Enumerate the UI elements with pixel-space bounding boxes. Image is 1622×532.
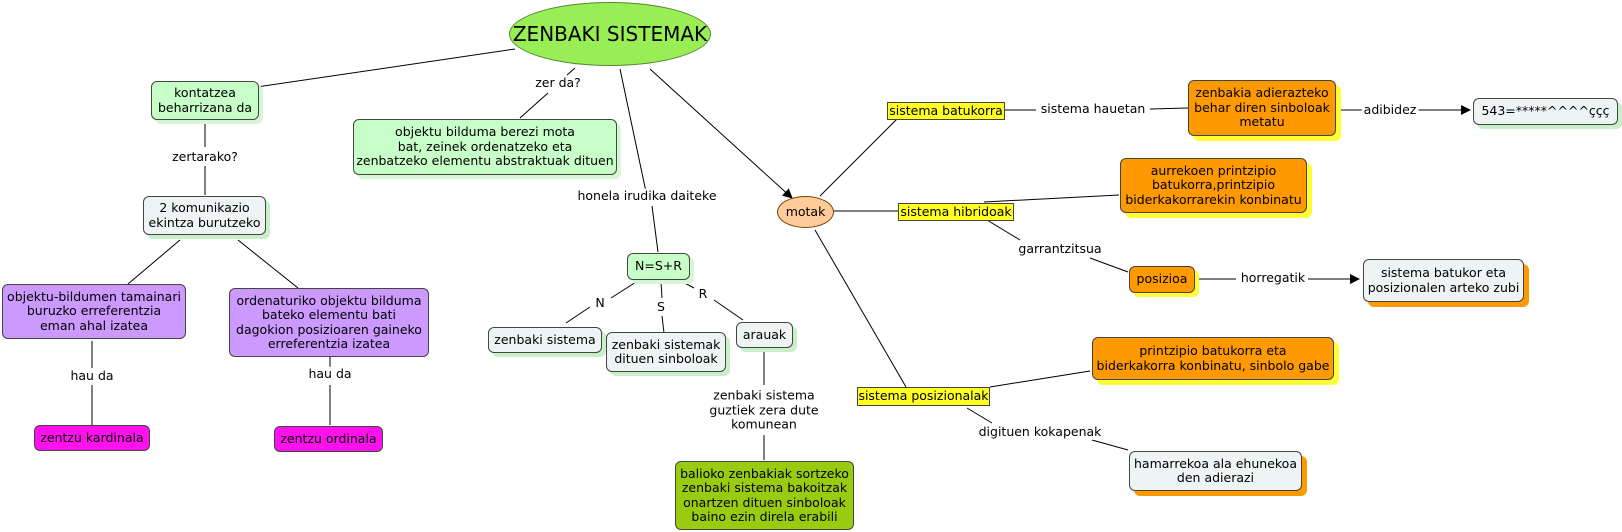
link-label-r: R	[696, 285, 710, 302]
link-label-adibidez: adibidez	[1361, 101, 1419, 118]
link-label-s: S	[655, 298, 667, 315]
node-objektu-bilduma: objektu bilduma berezi mota bat, zeinek …	[353, 119, 617, 175]
node-zubi: sistema batukor eta posizionalen arteko …	[1363, 259, 1524, 302]
link-label-n: N	[593, 294, 607, 311]
link-label-guztiek: zenbaki sistema guztiek zera dute komune…	[707, 387, 821, 432]
node-zentzu-ordinala: zentzu ordinala	[274, 426, 383, 452]
node-metatu: zenbakia adierazteko behar diren sinbolo…	[1188, 80, 1336, 136]
node-printzipio: printzipio batukorra eta biderkakorra ko…	[1092, 337, 1334, 380]
link-label-hau-da-1: hau da	[68, 367, 116, 384]
node-balioko: balioko zenbakiak sortzeko zenbaki siste…	[675, 461, 854, 530]
link-label-hau-da-2: hau da	[306, 365, 354, 382]
link-label-zertarako: zertarako?	[170, 148, 240, 165]
node-adibidea: 543=*****^^^^ççç	[1473, 98, 1618, 125]
node-aurrekoen: aurrekoen printzipio batukorra,printzipi…	[1120, 158, 1307, 213]
node-bi-komunikazio: 2 komunikazio ekintza burutzeko	[143, 196, 266, 235]
root-node: ZENBAKI SISTEMAK	[509, 2, 711, 66]
node-sinboloak: zenbaki sistemak dituen sinboloak	[606, 332, 726, 372]
node-sistema-posizionalak: sistema posizionalak	[857, 387, 990, 406]
link-label-kokapenak: digituen kokapenak	[976, 423, 1104, 440]
link-label-zer-da: zer da?	[533, 74, 583, 91]
node-motak: motak	[777, 196, 834, 228]
node-zenbaki-sistema: zenbaki sistema	[488, 327, 602, 353]
link-label-horregatik: horregatik	[1238, 269, 1308, 286]
node-kontatzea: kontatzea beharrizana da	[151, 81, 259, 120]
node-hamarrekoa: hamarrekoa ala ehunekoa den adierazi	[1129, 451, 1302, 491]
link-label-honela: honela irudika daiteke	[575, 187, 719, 204]
node-zentzu-kardinala: zentzu kardinala	[34, 425, 150, 451]
node-sistema-hibridoak: sistema hibridoak	[898, 203, 1014, 221]
link-label-garrantzitsua: garrantzitsua	[1016, 240, 1104, 257]
node-posizioa: posizioa	[1129, 266, 1195, 293]
node-arauak: arauak	[736, 322, 793, 348]
node-ordenaturiko: ordenaturiko objektu bilduma bateko elem…	[229, 288, 429, 357]
node-sistema-batukorra: sistema batukorra	[887, 102, 1005, 120]
link-label-hauetan: sistema hauetan	[1038, 100, 1148, 117]
node-objektu-bildumen: objektu-bildumen tamainari buruzko erref…	[2, 284, 186, 339]
node-nsr: N=S+R	[627, 253, 690, 280]
